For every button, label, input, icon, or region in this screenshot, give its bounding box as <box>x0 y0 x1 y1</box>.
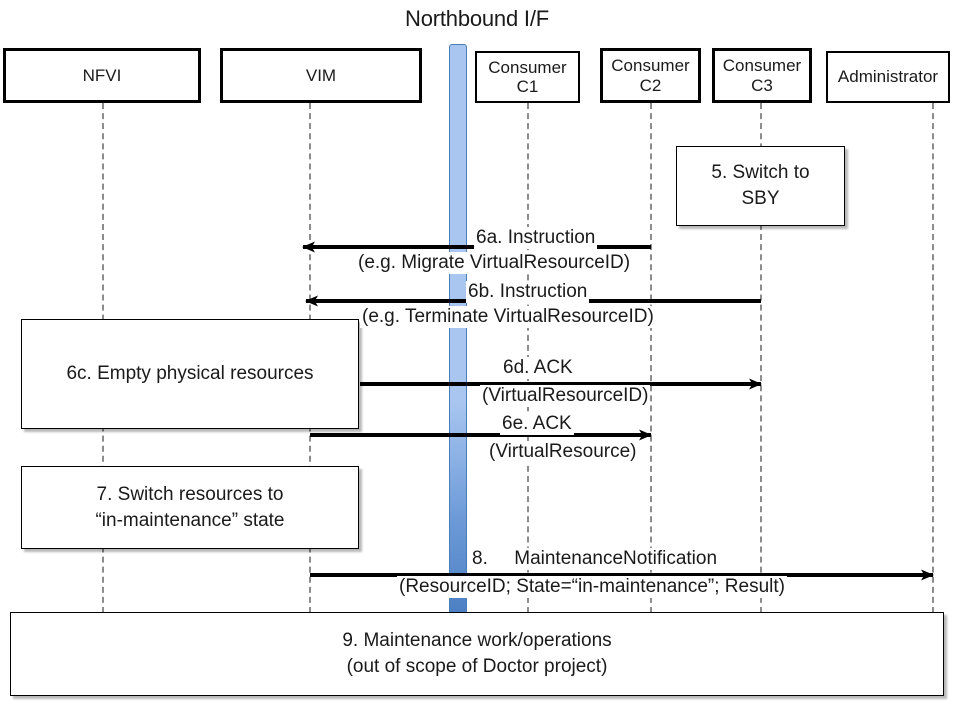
message-label-8: 8. MaintenanceNotification <box>470 548 720 571</box>
note-label-step5: 5. Switch to SBY <box>711 162 810 209</box>
note-label-step9: 9. Maintenance work/operations (out of s… <box>342 630 612 677</box>
message-sublabel-6d: (VirtualResourceID) <box>480 385 651 408</box>
actor-label-c1: Consumer C1 <box>488 57 567 96</box>
message-label-6b: 6b. Instruction <box>466 281 590 304</box>
actor-box-nfvi[interactable]: NFVI <box>3 48 201 103</box>
actor-label-vim: VIM <box>305 65 337 85</box>
actor-box-admin[interactable]: Administrator <box>826 51 950 103</box>
actor-box-vim[interactable]: VIM <box>220 48 422 103</box>
northbound-interface-bar <box>449 44 467 621</box>
actor-box-c1[interactable]: Consumer C1 <box>475 51 580 103</box>
note-box-step5[interactable]: 5. Switch to SBY <box>676 146 845 226</box>
note-box-step7[interactable]: 7. Switch resources to “in-maintenance” … <box>21 466 359 549</box>
actor-label-admin: Administrator <box>837 67 939 87</box>
actor-box-c2[interactable]: Consumer C2 <box>600 48 701 103</box>
actor-label-c3: Consumer C3 <box>722 56 802 95</box>
note-label-step6c: 6c. Empty physical resources <box>66 363 314 385</box>
note-label-step7: 7. Switch resources to “in-maintenance” … <box>95 483 285 531</box>
message-label-6e: 6e. ACK <box>500 413 574 436</box>
actor-box-c3[interactable]: Consumer C3 <box>712 48 812 103</box>
lifeline-c2 <box>650 103 652 613</box>
page-title: Northbound I/F <box>405 6 549 31</box>
note-box-step9[interactable]: 9. Maintenance work/operations (out of s… <box>10 612 944 696</box>
actor-label-c2: Consumer C2 <box>611 56 690 95</box>
message-label-6a: 6a. Instruction <box>474 227 598 250</box>
message-sublabel-6e: (VirtualResource) <box>487 441 639 464</box>
lifeline-c3 <box>760 103 762 613</box>
message-sublabel-8: (ResourceID; State=“in-maintenance”; Res… <box>397 576 787 599</box>
message-label-6d: 6d. ACK <box>501 357 575 380</box>
message-sublabel-6a: (e.g. Migrate VirtualResourceID) <box>356 252 633 275</box>
note-box-step6c[interactable]: 6c. Empty physical resources <box>21 319 359 429</box>
message-sublabel-6b: (e.g. Terminate VirtualResourceID) <box>360 306 656 329</box>
lifeline-admin <box>932 103 934 613</box>
actor-label-nfvi: NFVI <box>82 65 122 85</box>
